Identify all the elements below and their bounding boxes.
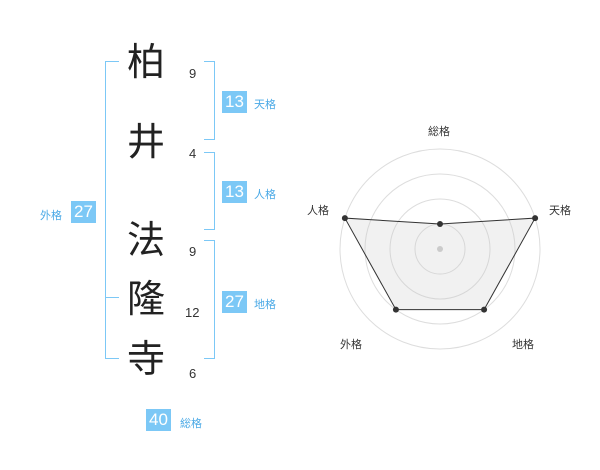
stroke-count-4: 12 [185,305,200,320]
radar-point-1 [437,221,443,227]
gaikaku-bracket [105,61,119,359]
radar-ring [364,173,516,325]
stroke-count-3: 9 [189,244,197,259]
radar-ring [339,148,541,350]
stroke-count-2: 4 [189,146,197,161]
radar-point-3 [481,306,488,313]
name-char-2: 井 [126,120,165,164]
radar-center [437,246,443,252]
name-char-3: 法 [126,218,165,262]
name-char-4: 隆 [126,277,165,321]
soukaku-label: 総格 [180,417,202,430]
jinkaku-value: 13 [222,181,247,203]
jinkaku-bracket [204,152,215,230]
soukaku-value: 40 [146,409,171,431]
gaikaku-value: 27 [71,201,96,223]
stroke-count-5: 6 [189,366,197,381]
tenkaku-bracket [204,61,215,140]
jinkaku-label: 人格 [254,188,276,201]
gaikaku-label: 外格 [40,209,62,222]
gaikaku-bracket-tick [105,297,119,298]
radar-point-5 [341,215,348,222]
radar-point-4 [392,306,399,313]
radar-ring [389,198,491,300]
chikaku-bracket [204,240,215,359]
tenkaku-value: 13 [222,91,247,113]
name-char-1: 柏 [126,40,165,84]
radar-label-gaikaku: 外格 [340,338,362,351]
chikaku-label: 地格 [254,298,276,311]
radar-label-chikaku: 地格 [512,338,534,351]
radar-series [344,217,536,311]
radar-label-jinkaku: 人格 [307,204,329,217]
tenkaku-label: 天格 [254,98,276,111]
name-char-5: 寺 [126,337,165,381]
radar-point-2 [532,215,539,222]
stroke-count-1: 9 [189,66,197,81]
radar-label-tenkaku: 天格 [549,204,571,217]
radar-label-soukaku: 総格 [428,125,450,138]
chikaku-value: 27 [222,291,247,313]
